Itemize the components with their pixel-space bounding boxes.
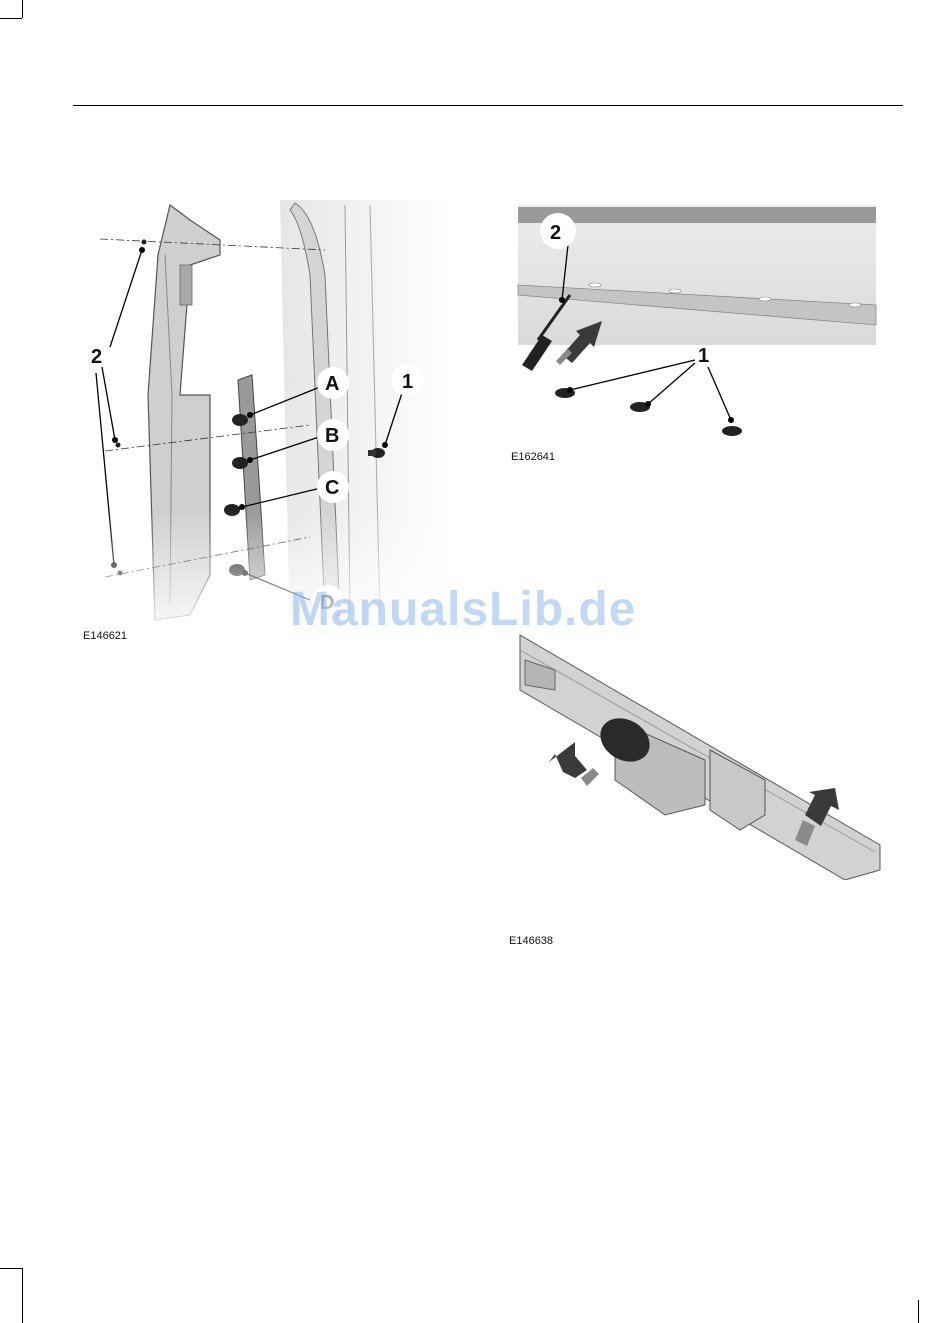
- callout-2: 2: [550, 222, 561, 244]
- figure-b-pillar-trim: 2 A B C D 1: [80, 195, 450, 645]
- crop-mark-bottom-left-v: [22, 1268, 23, 1323]
- figure-trim-lift: [515, 630, 885, 880]
- figure-code-1: E146621: [83, 630, 127, 642]
- crop-mark-top-left-h: [0, 18, 22, 19]
- crop-mark-bottom-right-v: [918, 1300, 919, 1323]
- crop-mark-top-left-v: [22, 0, 23, 18]
- figure-sill-trim-removal: 2 1: [510, 195, 880, 445]
- clip-3: [722, 426, 742, 436]
- figure-trim-illustration: [515, 630, 885, 880]
- callout-1: 1: [698, 345, 709, 367]
- figure-code-2: E162641: [511, 451, 555, 463]
- figure-code-3: E146638: [509, 935, 553, 947]
- crop-mark-bottom-left-h: [0, 1268, 22, 1269]
- figure-b-pillar-illustration: 2 A B C D 1: [80, 195, 450, 645]
- watermark: ManualsLib.de: [290, 582, 636, 637]
- figure-sill-illustration: 2 1: [510, 195, 880, 445]
- arrow-left: [549, 742, 599, 786]
- header-rule: [73, 105, 903, 106]
